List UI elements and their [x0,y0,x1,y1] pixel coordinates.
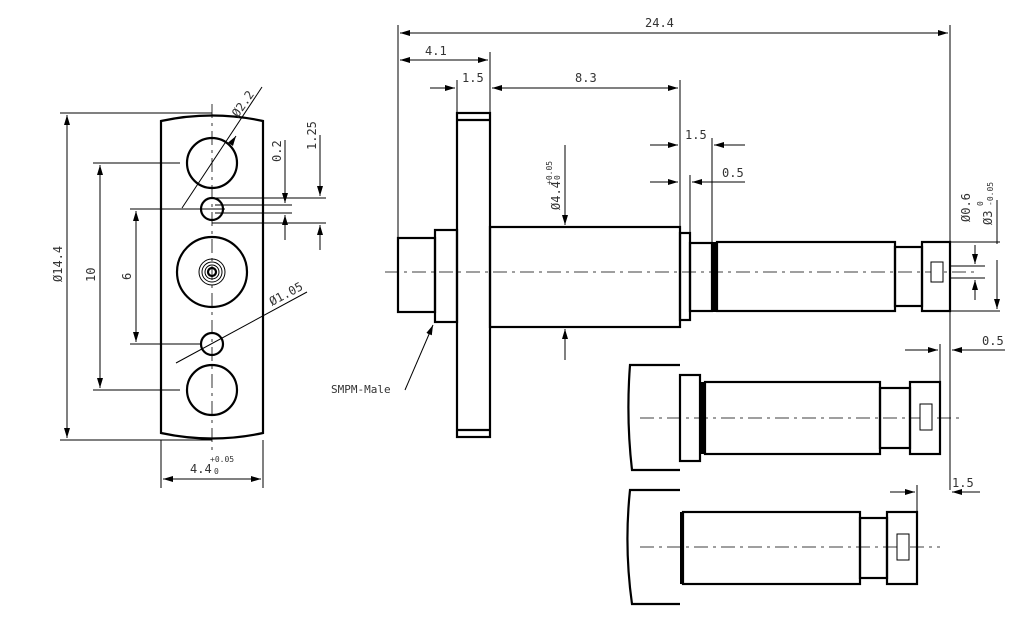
dim-small-hole-diameter: Ø1.05 [267,279,305,308]
dim-big-hole-diameter: Ø2.2 [229,88,257,120]
dim-flange-offset: 4.1 [425,44,447,58]
dim-offset-small: 0.2 [270,140,284,162]
detail-a-dim: 0.5 [982,334,1004,348]
dim-width-tol-lower: 0 [214,467,219,476]
side-view: 24.4 4.1 1.5 8.3 1.5 0.5 Ø4.4 +0.05 0 Ø0… [331,16,1000,490]
dim-body-tol-upper: +0.05 [545,161,554,185]
dim-tip-tol-upper: 0 [976,201,985,206]
dim-overall-length: 24.4 [645,16,674,30]
dim-small-hole-spacing: 6 [120,273,134,280]
plate-outline [159,114,265,440]
detail-view-b: 1.5 [626,476,980,606]
big-hole-bottom [185,363,239,417]
big-hole-top [185,136,239,190]
center-contact [175,235,249,309]
front-view: Ø14.4 10 6 Ø2.2 Ø1.05 0.2 1.25 4.4 +0.05… [51,86,326,488]
dim-body-tol-lower: 0 [553,175,562,180]
dim-pin-diameter: Ø0.6 [959,193,973,222]
dim-groove-width: 0.5 [722,166,744,180]
detail-view-a: 0.5 [627,334,1005,472]
main-body [488,225,682,329]
dim-offset-large: 1.25 [305,121,319,150]
detail-b-dim: 1.5 [952,476,974,490]
dim-body-diameter: Ø4.4 [549,181,563,210]
dim-width-tol-upper: +0.05 [210,455,234,464]
dim-flange-thickness: 1.5 [462,71,484,85]
dim-overall-diameter: Ø14.4 [51,246,65,282]
connector-label: SMPM-Male [331,383,391,396]
dim-tip-tol-lower: -0.05 [986,182,995,206]
dim-width: 4.4 [190,462,212,476]
small-hole-bottom [199,331,225,357]
flange [455,111,492,439]
dim-step-length: 1.5 [685,128,707,142]
dim-big-hole-spacing: 10 [84,268,98,282]
dim-body-length: 8.3 [575,71,597,85]
dim-tip-diameter: Ø3 [981,211,995,225]
